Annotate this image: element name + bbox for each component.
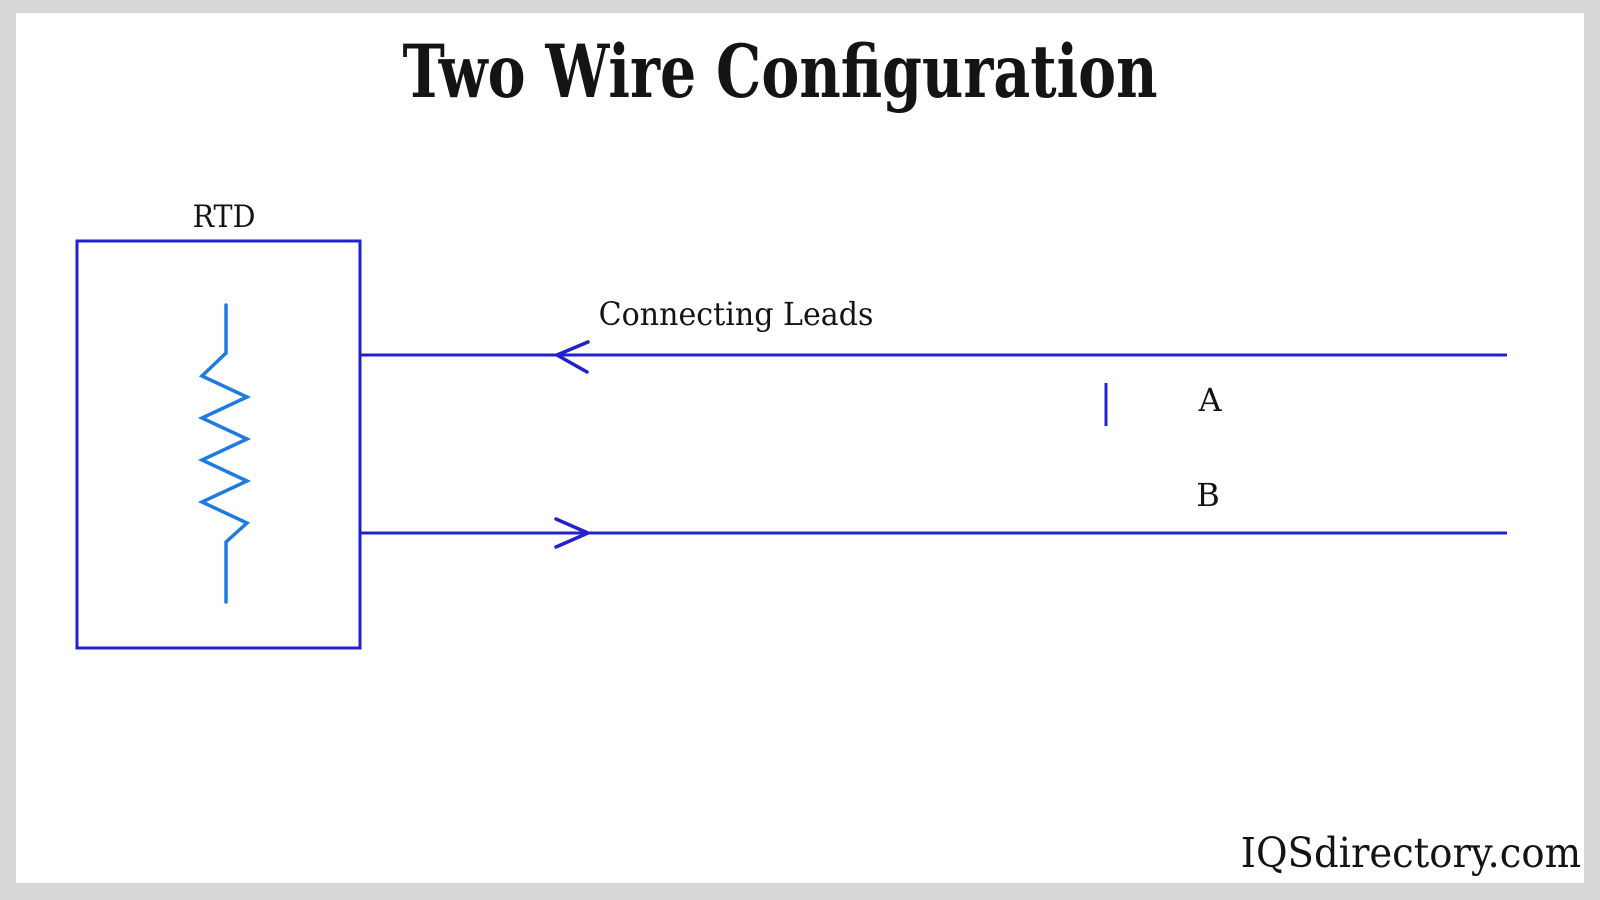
- arrow-left-icon: [553, 340, 590, 374]
- resistor-symbol: [197, 303, 252, 604]
- lead-b-label: B: [1196, 476, 1220, 514]
- diagram-panel: [16, 13, 1584, 883]
- watermark-text: IQSdirectory.com: [1240, 829, 1581, 877]
- connecting-leads-label: Connecting Leads: [598, 295, 874, 333]
- rtd-box: [75, 239, 362, 650]
- page-title: Two Wire Configuration: [402, 29, 1158, 115]
- arrow-right-icon: [554, 517, 593, 549]
- rtd-label: RTD: [192, 199, 256, 235]
- lead-a-label: A: [1198, 381, 1222, 419]
